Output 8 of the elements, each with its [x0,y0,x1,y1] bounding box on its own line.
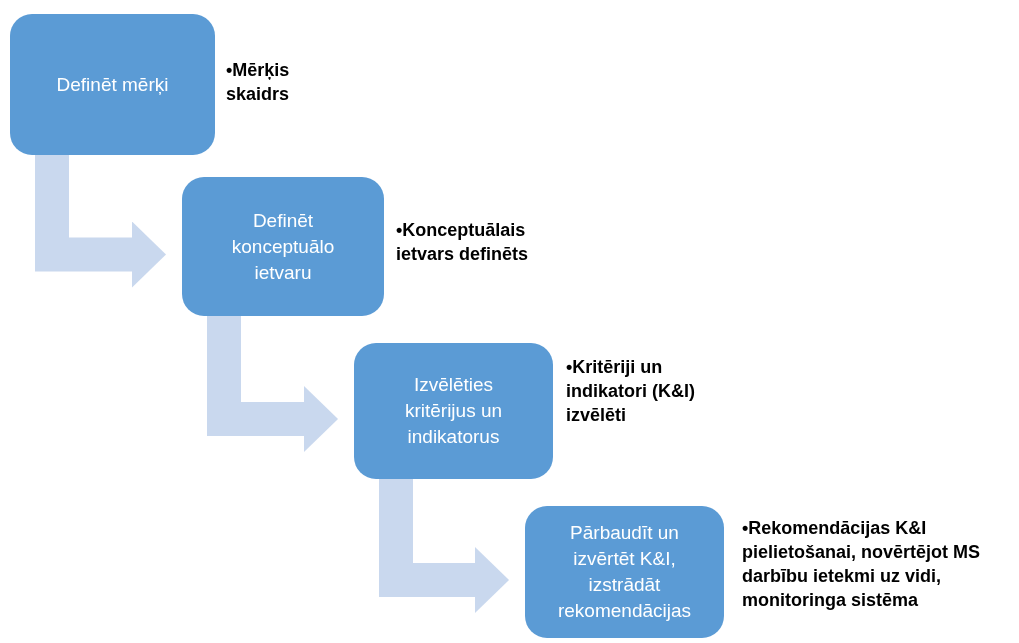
process-box: Pārbaudīt un izvērtēt K&I, izstrādāt rekomendācijas [525,506,724,638]
process-box: Definēt konceptuālo ietvaru [182,177,384,316]
outcome-bullet: •Kritēriji un indikatori (K&I) izvēlēti [566,356,696,427]
outcome-bullet: •Mērķis skaidrs [226,59,291,106]
process-box: Definēt mērķi [10,14,215,155]
outcome-bullet: •Rekomendācijas K&I pielietošanai, novērtējot MS darbību ietekmi uz vidi, monitoringa sistēma [742,517,982,612]
outcome-bullet: •Konceptuālais ietvars definēts [396,219,530,266]
process-box: Izvēlēties kritērijus un indikatorus [354,343,553,479]
